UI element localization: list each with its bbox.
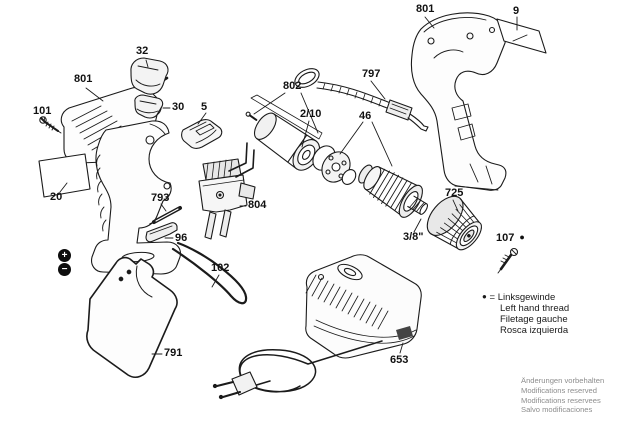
footer-line-en: Modifications reserved xyxy=(521,385,597,395)
footer-line-es: Salvo modificaciones xyxy=(521,405,593,415)
part-label-20: 20 xyxy=(50,191,63,203)
part-label-107: 107 ● xyxy=(496,232,525,244)
part-label-5: 5 xyxy=(201,101,208,113)
part-label-101: 101 xyxy=(33,105,52,117)
left-thread-legend: ● = Linksgewinde Left hand thread Fileta… xyxy=(482,291,569,336)
clutch-plate-drawing xyxy=(312,145,357,185)
legend-text-de: Linksgewinde xyxy=(497,292,556,303)
part-label-9: 9 xyxy=(513,5,520,17)
part-label-804: 804 xyxy=(248,199,267,211)
part-label-653: 653 xyxy=(390,354,409,366)
clip-96-drawing xyxy=(145,222,178,243)
legend-text-es: Rosca izquierda xyxy=(500,325,569,336)
strap-797-drawing xyxy=(294,68,429,132)
pin-793-drawing xyxy=(149,206,182,225)
part-label-107-text: 107 xyxy=(496,232,515,244)
part-label-801-right: 801 xyxy=(416,3,435,15)
footer-line-fr: Modifications reservees xyxy=(521,395,601,405)
left-thread-dot-icon: ● xyxy=(519,232,525,242)
legend-line-1: ● = Linksgewinde xyxy=(482,291,569,303)
part-label-801-left: 801 xyxy=(74,73,93,85)
clip-30-drawing xyxy=(134,94,164,119)
part-label-797: 797 xyxy=(362,68,381,80)
power-cord-drawing xyxy=(212,340,383,400)
right-housing-drawing xyxy=(410,12,507,191)
legend-dot-icon: ● xyxy=(482,292,487,301)
battery-minus-icon: − xyxy=(58,263,71,276)
battery-791-drawing xyxy=(86,256,178,378)
part-label-793: 793 xyxy=(151,192,170,204)
part-label-32: 32 xyxy=(136,45,149,57)
part-label-46: 46 xyxy=(359,110,372,122)
part-label-96: 96 xyxy=(175,232,188,244)
clip-32-drawing xyxy=(130,57,169,95)
battery-plus-icon: + xyxy=(58,249,71,262)
part-label-725: 725 xyxy=(445,187,464,199)
wire-102-drawing xyxy=(171,241,248,305)
screw-107-drawing xyxy=(497,247,519,274)
legend-text-en: Left hand thread xyxy=(500,303,570,314)
modifications-note: Änderungen vorbehalten Modifications res… xyxy=(521,376,604,415)
latch-5-drawing xyxy=(181,119,223,149)
chuck-725-drawing xyxy=(426,195,482,251)
part-label-2-10: 2/10 xyxy=(300,108,322,120)
charger-653-drawing xyxy=(305,254,422,359)
screw-101-drawing xyxy=(39,116,62,134)
sticker-20-drawing xyxy=(38,153,91,198)
part-label-802: 802 xyxy=(283,80,302,92)
part-label-3-8: 3/8" xyxy=(403,231,424,243)
legend-equals: = xyxy=(489,292,496,303)
plate-9-drawing xyxy=(496,18,547,54)
part-label-102: 102 xyxy=(211,262,230,274)
leader-lines xyxy=(43,16,518,355)
part-label-30: 30 xyxy=(172,101,185,113)
part-label-791: 791 xyxy=(164,347,183,359)
legend-text-fr: Filetage gauche xyxy=(500,314,568,325)
footer-line-de: Änderungen vorbehalten xyxy=(521,376,605,385)
gearbox-46-drawing xyxy=(358,164,429,218)
switch-804-drawing xyxy=(198,158,256,240)
